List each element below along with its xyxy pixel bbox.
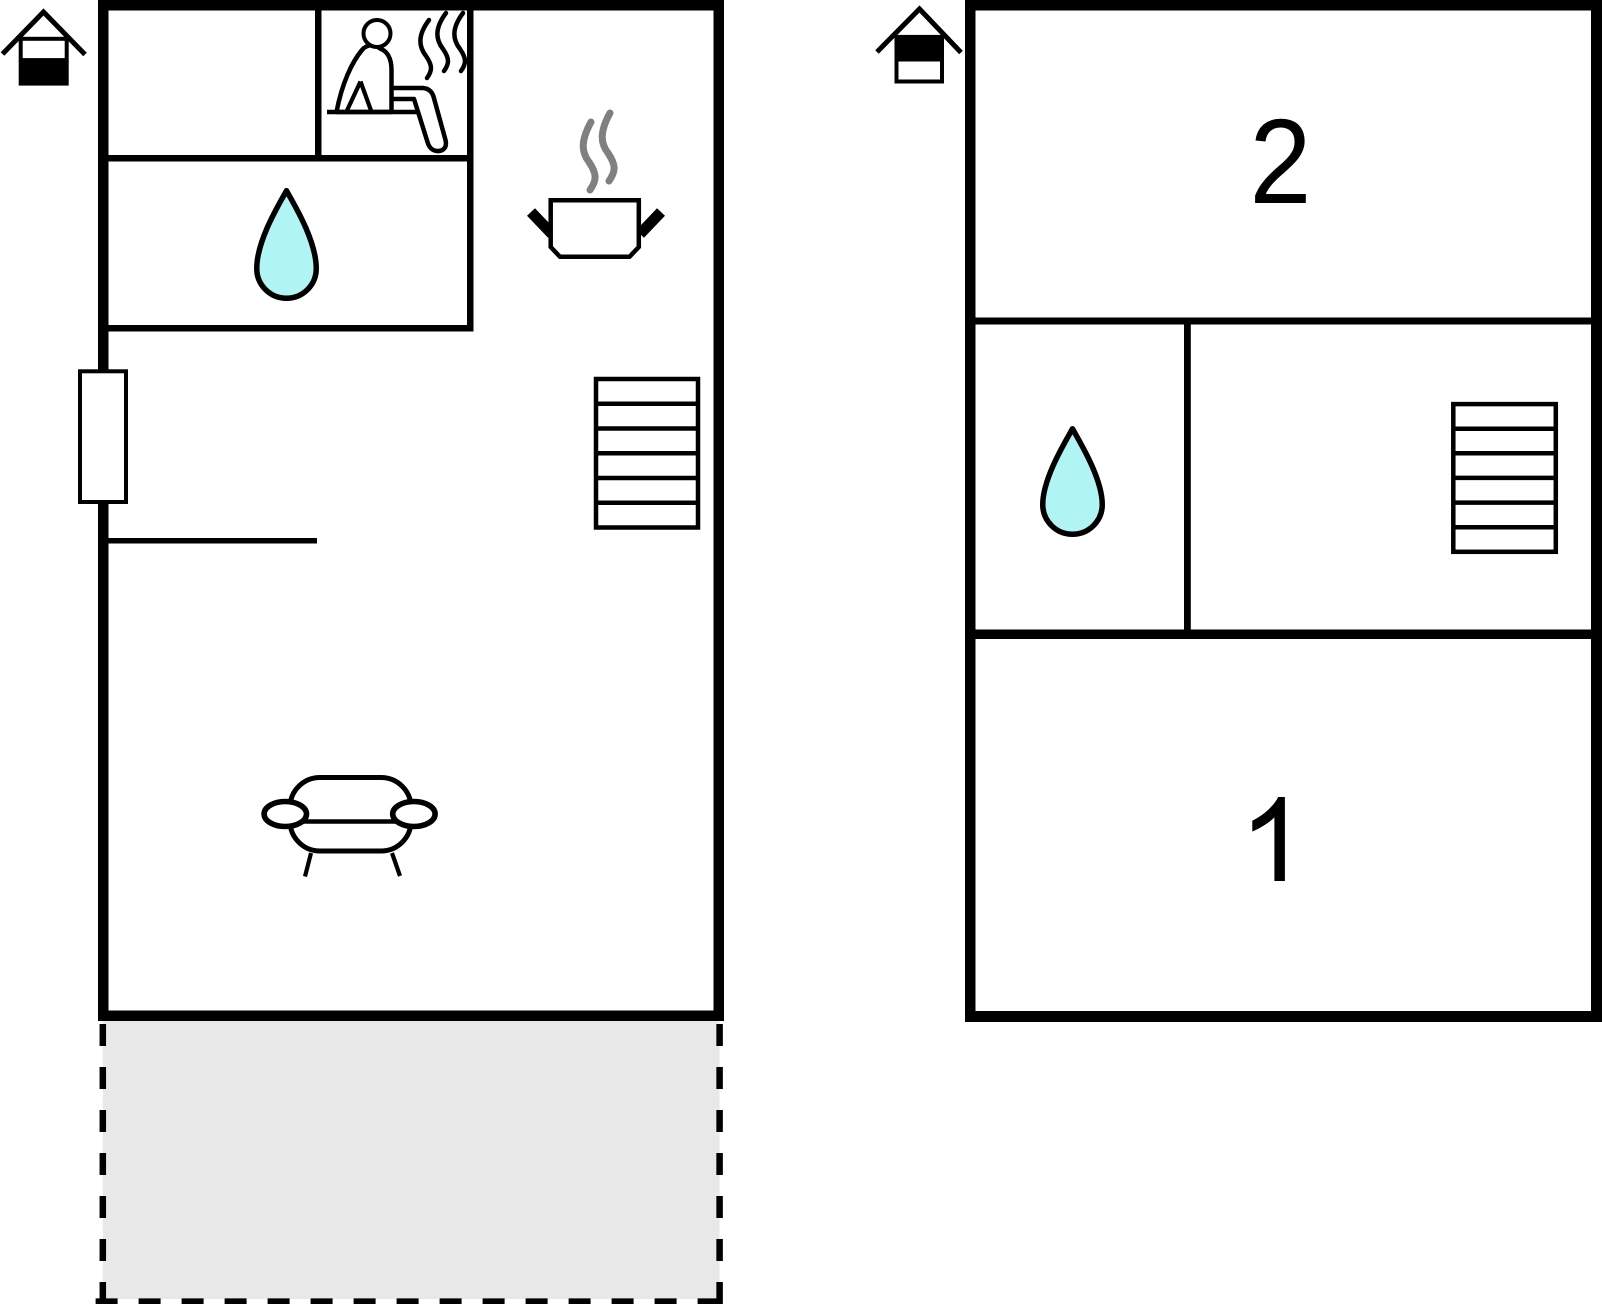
svg-text:2: 2 (1250, 94, 1312, 229)
